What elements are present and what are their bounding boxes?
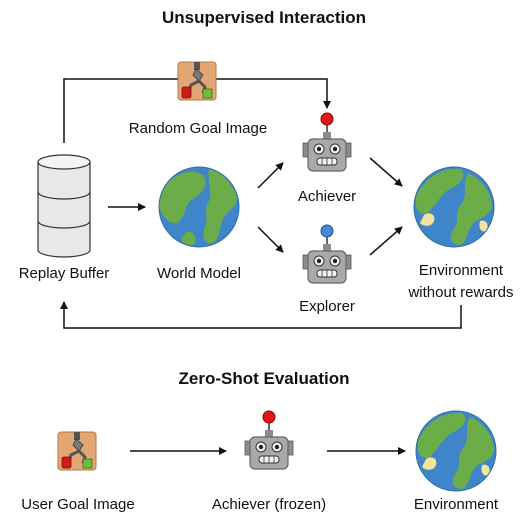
zero-shot-evaluation-title: Zero-Shot Evaluation <box>178 369 350 388</box>
achiever-to-environment-arrow <box>369 157 403 187</box>
random-goal-image-icon <box>176 60 218 102</box>
explorer-robot-icon <box>302 224 352 284</box>
user-goal-image-icon <box>56 430 98 472</box>
environment-to-replay-arrow <box>60 301 462 329</box>
achiever-frozen-label: Achiever (frozen) <box>211 496 327 513</box>
environment-globe-icon <box>413 166 495 248</box>
environment-eval-label: Environment <box>413 496 499 513</box>
achiever-frozen-robot-icon <box>244 410 294 470</box>
achiever-robot-icon <box>302 112 352 172</box>
explorer-to-environment-arrow <box>369 226 403 256</box>
unsupervised-interaction-title: Unsupervised Interaction <box>161 8 367 27</box>
explorer-label: Explorer <box>299 298 355 315</box>
world-model-to-achiever-arrow <box>257 162 284 189</box>
random-goal-image-label: Random Goal Image <box>128 120 268 137</box>
world-model-globe-icon <box>158 166 240 248</box>
user-goal-image-label: User Goal Image <box>21 496 135 513</box>
world-model-label: World Model <box>157 265 241 282</box>
achiever-label: Achiever <box>297 188 357 205</box>
replay-buffer-database-icon <box>37 154 91 258</box>
replay-buffer-label: Replay Buffer <box>18 265 110 282</box>
environment-label-line1: Environment <box>418 262 504 279</box>
environment-label-line2: without rewards <box>408 284 514 301</box>
world-model-to-explorer-arrow <box>257 226 284 253</box>
environment-eval-globe-icon <box>415 410 497 492</box>
